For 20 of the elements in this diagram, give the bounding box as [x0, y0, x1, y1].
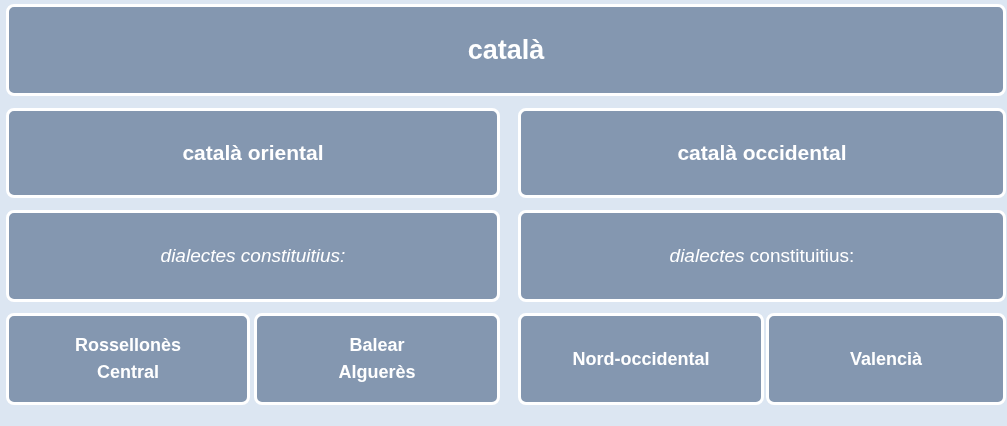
box-label: Nord-occidental [572, 347, 710, 371]
box-label: Balear [349, 334, 405, 357]
box-label: dialectes constituitius: [669, 243, 855, 268]
category-box [6, 210, 500, 302]
category-box [6, 313, 250, 405]
box-label: català [467, 33, 545, 67]
category-box [518, 108, 1006, 198]
category-box [518, 313, 764, 405]
box-label: català occidental [677, 140, 847, 167]
category-box [254, 313, 500, 405]
box-label: català oriental [182, 140, 324, 167]
category-box [518, 210, 1006, 302]
box-label: Central [97, 361, 159, 384]
category-box [766, 313, 1006, 405]
box-label: Rossellonès [74, 334, 181, 357]
box-label: dialectes constituitius: [160, 243, 346, 268]
box-label: Valencià [849, 347, 923, 371]
category-box [6, 108, 500, 198]
box-label: Alguerès [338, 361, 416, 384]
category-box [6, 4, 1006, 96]
